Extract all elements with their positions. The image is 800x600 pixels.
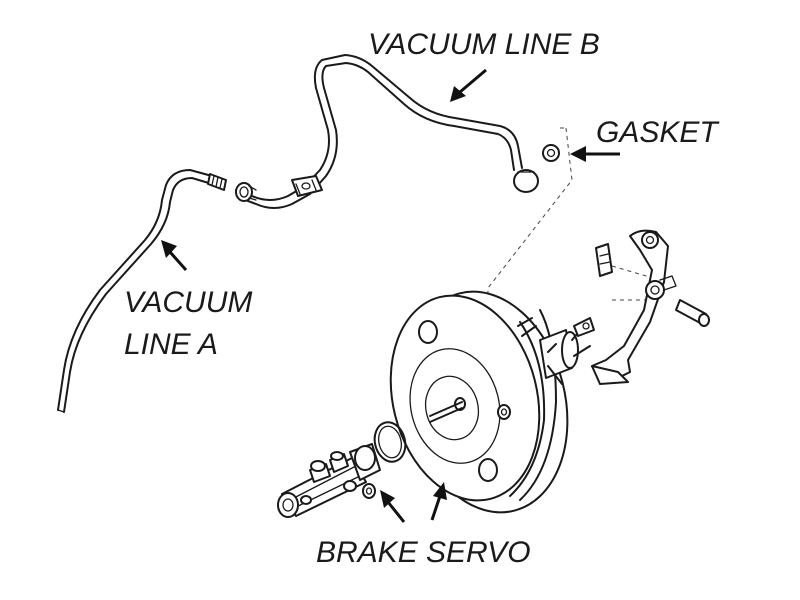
brake-servo-part [389,290,595,514]
arrow-vacuum-line-b [450,68,487,102]
small-seal-part [362,483,376,499]
label-vacuum-line-a-line1: VACUUM [124,286,252,319]
arrow-brake-servo-left [380,490,406,523]
label-brake-servo: BRAKE SERVO [316,536,531,569]
brake-pedal-assembly [591,229,710,385]
o-ring-part [373,421,407,463]
master-cylinder-part [277,443,381,518]
arrow-brake-servo-right [430,482,447,521]
arrow-gasket [570,146,620,162]
label-gasket: GASKET [596,116,720,149]
label-vacuum-line-a-line2: LINE A [124,328,218,361]
vacuum-line-b [235,54,539,209]
arrow-vacuum-line-a [161,240,188,271]
vacuum-line-a [57,169,227,413]
gasket-part [542,144,560,162]
label-vacuum-line-b: VACUUM LINE B [368,28,600,61]
